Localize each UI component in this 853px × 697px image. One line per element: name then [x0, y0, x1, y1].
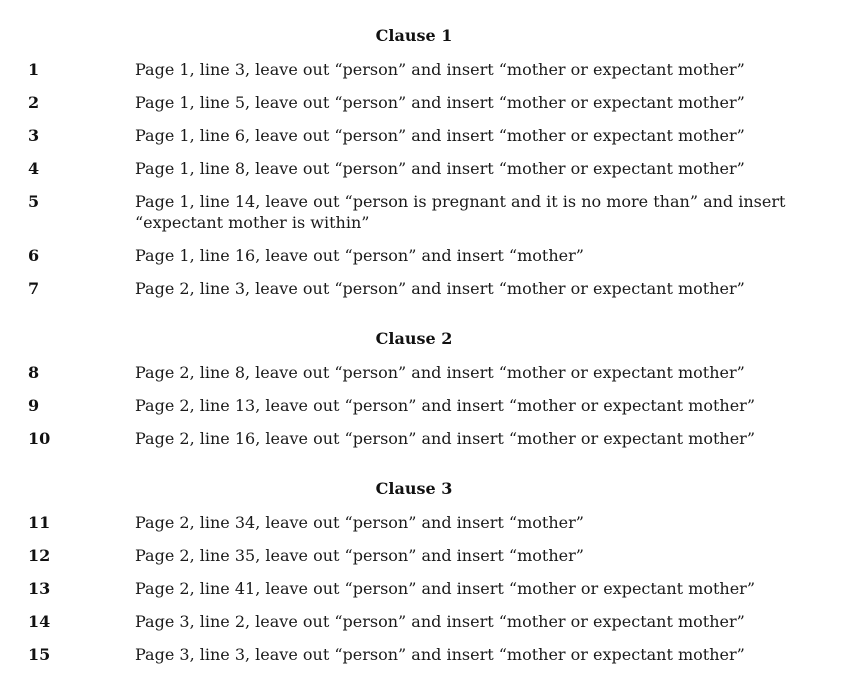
amendment-number: 14	[28, 612, 51, 631]
amendment-number: 1	[28, 60, 40, 79]
clause-heading: Clause 2	[375, 329, 453, 348]
amendment-row: 9 Page 2, line 13, leave out “person” and…	[28, 395, 800, 416]
amendment-row: 3 Page 1, line 6, leave out “person” and …	[28, 125, 800, 146]
amendment-number: 12	[28, 546, 51, 565]
clause-heading: Clause 1	[375, 26, 453, 45]
amendment-text: Page 1, line 6, leave out “person” and i…	[135, 126, 745, 145]
amendment-text: Page 3, line 3, leave out “person” and i…	[135, 645, 745, 664]
amendment-row: 12 Page 2, line 35, leave out “person” an…	[28, 545, 800, 566]
clause-section: Clause 3 11 Page 2, line 34, leave out “pe…	[28, 478, 800, 665]
amendment-row: 4 Page 1, line 8, leave out “person” and …	[28, 158, 800, 179]
amendment-text: Page 2, line 35, leave out “person” and …	[135, 546, 584, 565]
amendment-number: 3	[28, 126, 40, 145]
amendment-text: Page 2, line 3, leave out “person” and i…	[135, 279, 745, 298]
amendment-row: 1 Page 1, line 3, leave out “person” and …	[28, 59, 800, 80]
amendment-text: Page 1, line 3, leave out “person” and i…	[135, 60, 745, 79]
amendment-row: 11 Page 2, line 34, leave out “person” an…	[28, 512, 800, 533]
amendment-number: 11	[28, 513, 51, 532]
amendment-number: 2	[28, 93, 40, 112]
clause-section: Clause 1 1 Page 1, line 3, leave out “pers…	[28, 25, 800, 299]
amendment-text: Page 1, line 8, leave out “person” and i…	[135, 159, 745, 178]
amendment-number: 4	[28, 159, 40, 178]
amendment-number: 13	[28, 579, 51, 598]
amendment-text: Page 3, line 2, leave out “person” and i…	[135, 612, 745, 631]
amendment-text: Page 2, line 41, leave out “person” and …	[135, 579, 755, 598]
clause-heading: Clause 3	[375, 479, 453, 498]
amendment-text: Page 2, line 34, leave out “person” and …	[135, 513, 584, 532]
amendment-number: 7	[28, 279, 40, 298]
amendment-text: Page 2, line 16, leave out “person” and …	[135, 429, 755, 448]
amendment-row: 2 Page 1, line 5, leave out “person” and …	[28, 92, 800, 113]
amendment-row: 5 Page 1, line 14, leave out “person is p…	[28, 191, 800, 233]
amendment-row: 15 Page 3, line 3, leave out “person” and…	[28, 644, 800, 665]
amendment-row: 10 Page 2, line 16, leave out “person” an…	[28, 428, 800, 449]
amendment-text: Page 1, line 16, leave out “person” and …	[135, 246, 584, 265]
amendment-number: 9	[28, 396, 40, 415]
amendment-row: 8 Page 2, line 8, leave out “person” and …	[28, 362, 800, 383]
amendment-number: 8	[28, 363, 40, 382]
amendment-row: 14 Page 3, line 2, leave out “person” and…	[28, 611, 800, 632]
amendment-text: Page 2, line 13, leave out “person” and …	[135, 396, 755, 415]
amendment-row: 13 Page 2, line 41, leave out “person” an…	[28, 578, 800, 599]
clause-section: Clause 2 8 Page 2, line 8, leave out “pers…	[28, 328, 800, 449]
amendment-text: Page 1, line 14, leave out “person is pr…	[135, 192, 786, 232]
amendment-number: 10	[28, 429, 51, 448]
amendment-row: 7 Page 2, line 3, leave out “person” and …	[28, 278, 800, 299]
amendment-text: Page 1, line 5, leave out “person” and i…	[135, 93, 745, 112]
amendment-number: 15	[28, 645, 51, 664]
amendment-text: Page 2, line 8, leave out “person” and i…	[135, 363, 745, 382]
amendment-number: 5	[28, 192, 40, 211]
amendment-row: 6 Page 1, line 16, leave out “person” and…	[28, 245, 800, 266]
amendment-number: 6	[28, 246, 40, 265]
